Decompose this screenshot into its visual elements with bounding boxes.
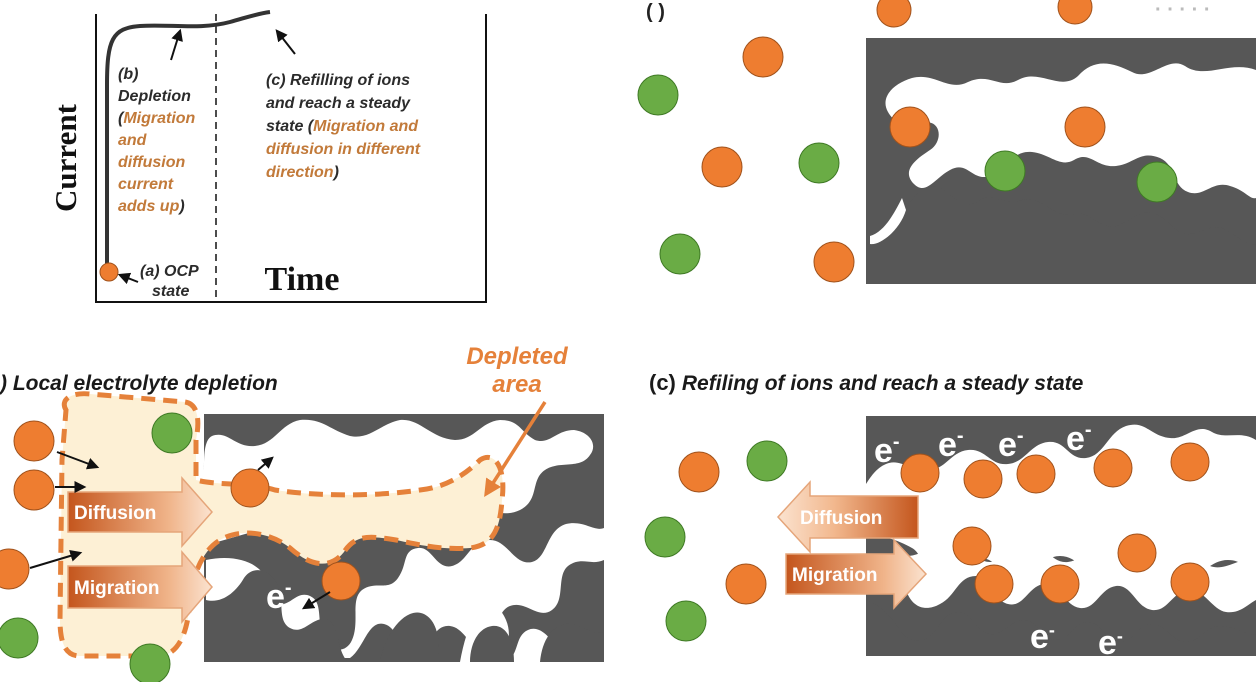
anion — [984, 150, 1026, 192]
electron-label: e- — [276, 431, 302, 470]
panel-c-heading: (c)Refiling of ions and reach a steady s… — [649, 370, 1084, 395]
depleted-area-label-1: Depleted — [466, 343, 569, 370]
label-a-line2: state — [152, 283, 189, 300]
anion — [637, 74, 679, 116]
electrode-a-pore-white — [870, 198, 906, 245]
migration-label-b: Migration — [74, 578, 160, 599]
electron-label: e- — [874, 431, 900, 470]
cation — [963, 459, 1003, 499]
cation — [1093, 448, 1133, 488]
cation — [974, 564, 1014, 604]
motion-arrow — [29, 550, 83, 569]
panel-a-heading-fragment-right: · · · · · — [1155, 0, 1211, 21]
depleted-area-label-2: area — [492, 371, 541, 398]
pointer-arrow-a — [117, 272, 139, 285]
migration-arrow-b — [67, 549, 213, 625]
electron-label: e- — [266, 577, 292, 616]
cation — [1064, 106, 1106, 148]
current-curve — [105, 10, 271, 272]
graph-frame — [95, 14, 487, 303]
y-axis-label: Current — [48, 103, 83, 212]
anion — [0, 617, 39, 659]
pointer-arrow-c — [275, 29, 296, 55]
cation — [0, 548, 30, 590]
cation — [701, 146, 743, 188]
depleted-area-pointer — [484, 401, 547, 497]
current-time-graph: Current Time (b) Depletion (Migration an… — [48, 10, 487, 303]
anion — [746, 440, 788, 482]
cation — [952, 526, 992, 566]
electron-label: e- — [1098, 624, 1123, 662]
diffusion-label-b: Diffusion — [74, 503, 156, 524]
cation — [1040, 564, 1080, 604]
cation — [678, 451, 720, 493]
migration-label-c: Migration — [792, 565, 878, 586]
panel-b-heading: ) Local electrolyte depletion — [0, 372, 278, 395]
cation — [742, 36, 784, 78]
label-b-line6: current — [118, 176, 174, 193]
cation — [876, 0, 912, 28]
anion — [665, 600, 707, 642]
anion — [644, 516, 686, 558]
electron-label: e- — [920, 575, 946, 614]
cation — [1117, 533, 1157, 573]
label-c-line1: (c) Refilling of ions — [266, 72, 410, 89]
label-c-line2: and reach a steady — [266, 95, 411, 112]
panel-b-local-depletion: ) Local electrolyte depletion Depleted a… — [0, 343, 604, 682]
cation — [13, 469, 55, 511]
label-b-line5: diffusion — [118, 154, 185, 171]
cation — [321, 561, 361, 601]
panel-c-steady-state: (c)Refiling of ions and reach a steady s… — [644, 370, 1256, 662]
anion — [1136, 161, 1178, 203]
cation — [813, 241, 855, 283]
diffusion-label-c: Diffusion — [800, 508, 882, 529]
panel-a-ocp-state: ( ) · · · · · — [646, 0, 1256, 284]
cation — [13, 420, 55, 462]
anion — [798, 142, 840, 184]
electron-label: e- — [998, 425, 1024, 464]
cation — [1016, 454, 1056, 494]
cation — [1170, 562, 1210, 602]
anion — [151, 412, 193, 454]
panel-a-ions — [637, 0, 1178, 283]
diffusion-arrow-c — [776, 480, 919, 554]
electron-label: e — [1224, 450, 1243, 488]
cation — [889, 106, 931, 148]
label-b-line3: (Migration — [118, 110, 196, 127]
electrode-c-lower — [866, 600, 1256, 656]
cation — [900, 453, 940, 493]
anion — [129, 643, 171, 682]
label-b-line2: Depletion — [118, 88, 191, 105]
label-c-line3: state (Migration and — [266, 118, 419, 135]
anion — [659, 233, 701, 275]
electron-label: e — [1224, 556, 1243, 594]
electron-label: e- — [1066, 419, 1092, 458]
cation — [1057, 0, 1093, 25]
label-b-line7: adds up) — [118, 198, 185, 215]
panel-a-heading-fragment: ( ) — [646, 1, 665, 23]
label-c-line4: diffusion in different — [266, 141, 421, 158]
diffusion-arrow-b — [67, 476, 214, 548]
cation — [230, 468, 270, 508]
label-a-line1: (a) OCP — [140, 263, 199, 280]
pointer-arrow-b — [170, 28, 183, 61]
electron-label: e- — [1030, 618, 1055, 656]
label-b-line1: (b) — [118, 66, 138, 83]
label-c-line5: direction) — [266, 164, 339, 181]
motion-arrow — [56, 451, 100, 470]
label-b-line4: and — [118, 132, 148, 149]
motion-arrow — [301, 591, 331, 610]
electrode-b-lower — [206, 570, 604, 662]
x-axis-label: Time — [265, 261, 340, 298]
electrode-b-pore — [206, 523, 604, 658]
ocp-point — [99, 262, 119, 282]
electrode-a-lower-pores — [866, 186, 1256, 284]
motion-arrow — [257, 456, 274, 471]
cation — [725, 563, 767, 605]
cation — [1170, 442, 1210, 482]
migration-arrow-c — [785, 538, 928, 610]
electron-label: e- — [938, 425, 964, 464]
